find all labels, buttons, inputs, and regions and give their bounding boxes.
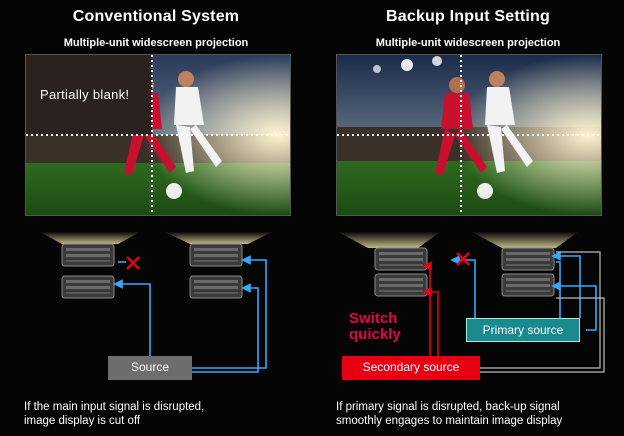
projector-icon: [374, 247, 428, 271]
projector-icon: [501, 273, 555, 297]
projector-beam: [472, 232, 578, 248]
projector-icon: [61, 275, 115, 299]
projector-beam: [40, 232, 140, 244]
backup-panel: Backup Input Setting Multiple-unit wides…: [312, 0, 624, 436]
conventional-caption: If the main input signal is disrupted, i…: [24, 400, 304, 428]
backup-caption: If primary signal is disrupted, back-up …: [336, 400, 622, 428]
secondary-source-box: Secondary source: [342, 356, 480, 380]
backup-screen-image: [336, 54, 602, 216]
source-label-box: Source: [108, 356, 192, 380]
backup-subtitle: Multiple-unit widescreen projection: [375, 37, 561, 49]
switch-line-2: quickly: [349, 326, 401, 343]
primary-source-box: Primary source: [466, 318, 580, 342]
conventional-caption-line-2: image display is cut off: [24, 415, 141, 427]
projector-icon: [61, 243, 115, 267]
conventional-title: Conventional System: [72, 8, 240, 25]
cross-mark-icon: [456, 252, 470, 266]
backup-title: Backup Input Setting: [386, 8, 550, 25]
switch-line-1: Switch: [349, 310, 398, 327]
backup-caption-line-2: smoothly engages to maintain image displ…: [336, 415, 563, 427]
cross-mark-icon: [126, 256, 140, 270]
projector-icon: [374, 273, 428, 297]
projector-beam: [338, 232, 440, 248]
projector-icon: [501, 247, 555, 271]
conventional-screen-image: [25, 54, 291, 216]
projector-icon: [189, 243, 243, 267]
conventional-panel: Conventional System Multiple-unit widesc…: [25, 8, 291, 216]
switch-quickly-label: Switch quickly: [349, 311, 401, 343]
conventional-subtitle: Multiple-unit widescreen projection: [63, 37, 249, 49]
backup-caption-line-1: If primary signal is disrupted, back-up …: [336, 401, 560, 413]
projector-beam: [165, 232, 272, 244]
soccer-players-illustration: [435, 71, 533, 199]
partially-blank-label: Partially blank!: [40, 87, 130, 102]
conventional-caption-line-1: If the main input signal is disrupted,: [24, 401, 205, 413]
projector-icon: [189, 275, 243, 299]
